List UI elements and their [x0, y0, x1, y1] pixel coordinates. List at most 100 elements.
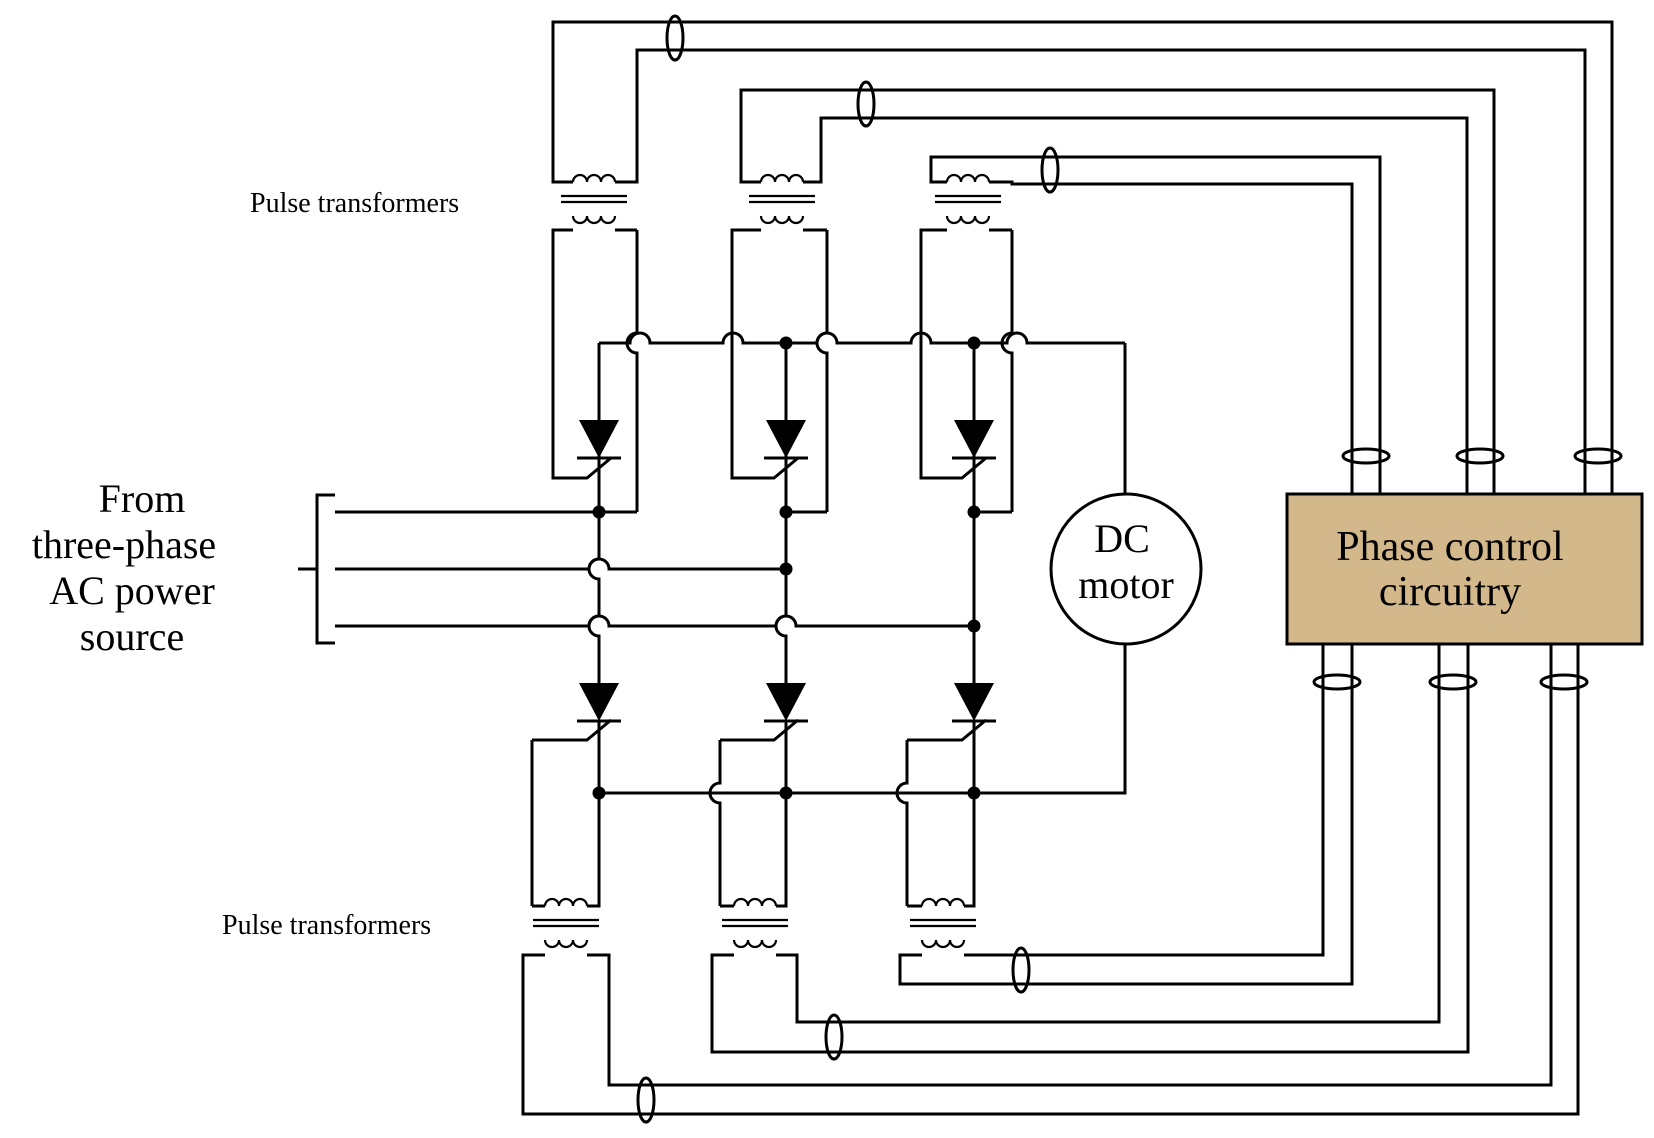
ctrl-lead-3a	[898, 644, 1354, 986]
dc-motor: DC motor	[1049, 492, 1203, 646]
thyristor-triangle	[766, 683, 806, 721]
dc-motor-circle	[1049, 492, 1203, 646]
thyristor-triangle	[579, 683, 619, 721]
transformer-coil	[759, 173, 805, 183]
transformer-coil	[571, 173, 617, 183]
thyristor-icon	[577, 420, 621, 460]
transformer-coil	[920, 897, 966, 907]
dc-motor-label-2: motor	[1078, 562, 1174, 607]
ac-source-line-3: AC power	[49, 568, 215, 613]
ac-source-label: From three-phase AC power source	[32, 476, 216, 659]
transformer-coil	[920, 939, 966, 949]
phase-control-rect	[1285, 492, 1644, 646]
junction-dot	[967, 505, 981, 519]
junction-dot	[779, 786, 793, 800]
ctrl-lead-5a	[521, 644, 1580, 1116]
cable-bundle-marker	[636, 1076, 656, 1124]
thyristor-icon	[764, 420, 808, 460]
cable-bundle-marker	[1011, 946, 1031, 994]
bot-gate-tie	[720, 718, 799, 742]
thyristor-icon	[577, 683, 621, 723]
top-cathode-return	[1000, 230, 1014, 512]
ac-line-c	[335, 614, 974, 628]
thyristor-triangle	[579, 420, 619, 458]
junction-dot	[592, 786, 606, 800]
pulse-transformer-bottom-icon	[722, 897, 788, 949]
phase-control-label-2: circuitry	[1379, 569, 1521, 615]
pulse-transformer-bottom-icon	[533, 897, 599, 949]
top-dc-bus	[599, 331, 1125, 345]
cable-bundle-marker	[665, 14, 685, 62]
transformer-coil	[945, 215, 991, 225]
thyristor-triangle	[954, 420, 994, 458]
cable-bundle-marker	[1455, 447, 1505, 465]
junction-dot	[592, 505, 606, 519]
cable-bundle-marker	[824, 1013, 844, 1061]
transformer-coil	[571, 215, 617, 225]
thyristor-icon	[952, 420, 996, 460]
thyristor-triangle	[766, 420, 806, 458]
bot-gate-tie	[907, 718, 987, 742]
thyristor-triangle	[954, 683, 994, 721]
bot-gate-wire	[895, 740, 909, 906]
pulse-transformer-top-icon	[561, 173, 627, 225]
motor-bottom-lead	[599, 644, 1127, 795]
ac-source-line-1: From	[99, 476, 186, 521]
cable-bundle-marker	[1573, 447, 1623, 465]
cable-bundle-marker	[1341, 447, 1391, 465]
junction-dot	[779, 336, 793, 350]
junction-dot	[779, 562, 793, 576]
transformer-coil	[543, 939, 589, 949]
bot-cathode-return	[776, 793, 788, 908]
pulse-transformer-bottom-icon	[910, 897, 976, 949]
ctrl-lead-5b	[587, 644, 1553, 1087]
ac-line-b	[335, 557, 786, 571]
bot-gate-tie	[532, 718, 612, 742]
bot-cathode-return	[964, 793, 976, 908]
ac-source-line-2: three-phase	[32, 522, 216, 567]
ctrl-lead-2a	[929, 155, 1382, 494]
top-gate-wire	[730, 228, 799, 480]
pulse-transformer-top-icon	[935, 173, 1001, 225]
components	[298, 14, 1623, 1124]
phase-control-box: Phase control circuitry	[1285, 492, 1644, 646]
thyristor-icon	[764, 683, 808, 723]
transformer-coil	[732, 897, 778, 907]
ctrl-lead-1b	[803, 116, 1469, 494]
top-cathode-return	[625, 230, 639, 512]
transformer-coil	[759, 215, 805, 225]
dc-motor-label-1: DC	[1094, 516, 1150, 561]
cable-bundle-marker	[1428, 673, 1478, 691]
top-gate-wire	[551, 228, 612, 480]
bot-gate-wire	[708, 740, 722, 906]
cable-bundle-marker	[1539, 673, 1589, 691]
phase-control-label-1: Phase control	[1336, 524, 1563, 570]
cable-bundle-marker	[1040, 146, 1060, 194]
cable-bundle-marker	[856, 80, 876, 128]
ctrl-lead-1a	[739, 88, 1496, 494]
pulse-transformers-top-label: Pulse transformers	[250, 188, 459, 219]
transformer-coil	[543, 897, 589, 907]
ctrl-lead-2b	[989, 180, 1354, 494]
bot-cathode-return	[587, 793, 601, 908]
pulse-transformers-bottom-label: Pulse transformers	[222, 910, 431, 941]
junction-dot	[967, 619, 981, 633]
ctrl-lead-0b	[615, 48, 1587, 494]
ctrl-lead-4a	[710, 644, 1470, 1054]
ctrl-lead-0a	[551, 20, 1614, 494]
wiring	[335, 20, 1614, 1116]
junction-dot	[967, 786, 981, 800]
junction-dot	[967, 336, 981, 350]
ctrl-lead-4b	[776, 644, 1441, 1024]
transformer-coil	[732, 939, 778, 949]
ac-source-bracket	[298, 493, 335, 645]
cable-bundle-marker	[1312, 673, 1362, 691]
top-gate-wire	[919, 228, 987, 480]
top-cathode-return	[815, 230, 829, 512]
ac-source-line-4: source	[80, 614, 184, 659]
pulse-transformer-top-icon	[749, 173, 815, 225]
junction-dot	[779, 505, 793, 519]
transformer-coil	[945, 173, 991, 183]
ctrl-lead-3b	[964, 644, 1325, 957]
